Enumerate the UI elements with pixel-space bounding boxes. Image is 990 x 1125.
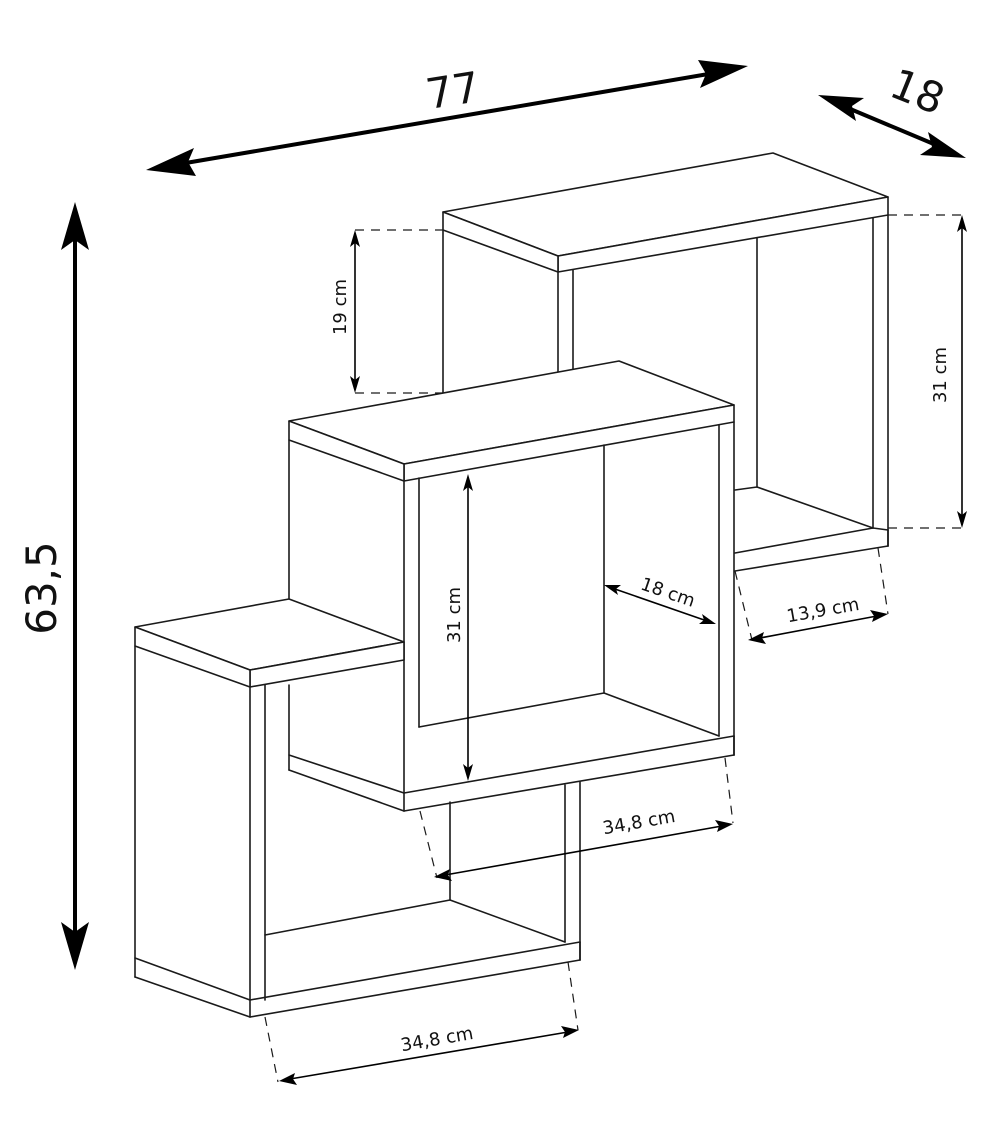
top-box-height-label: 31 cm xyxy=(930,347,951,403)
middle-box-height-label: 31 cm xyxy=(444,587,465,643)
overall-width-dimension: 77 xyxy=(146,60,748,176)
bottom-shelf-box xyxy=(134,598,581,1018)
top-offset-label: 19 cm xyxy=(330,279,351,335)
overall-width-label: 77 xyxy=(423,62,483,119)
overall-height-label: 63,5 xyxy=(17,541,66,635)
overall-depth-dimension: 18 xyxy=(818,59,966,158)
middle-box-width-label: 34,8 cm xyxy=(601,806,677,839)
top-box-height-dimension: 31 cm xyxy=(930,215,967,528)
middle-box-height-dimension: 31 cm xyxy=(444,474,473,781)
top-box-depth-dimension: 13,9 cm xyxy=(748,594,888,644)
middle-box-width-dimension: 34,8 cm xyxy=(434,806,733,881)
overall-height-dimension: 63,5 xyxy=(17,202,89,970)
overall-depth-label: 18 xyxy=(883,59,951,124)
middle-box-depth-label: 18 cm xyxy=(638,574,698,612)
top-box-depth-label: 13,9 cm xyxy=(785,594,861,627)
bottom-box-width-label: 34,8 cm xyxy=(399,1023,475,1056)
top-offset-dimension: 19 cm xyxy=(330,230,360,393)
bottom-box-width-dimension: 34,8 cm xyxy=(279,1023,579,1085)
extension-lines xyxy=(264,214,962,1083)
middle-box-depth-dimension: 18 cm xyxy=(604,574,716,624)
middle-shelf-box xyxy=(288,360,735,812)
top-shelf-box xyxy=(442,152,889,572)
